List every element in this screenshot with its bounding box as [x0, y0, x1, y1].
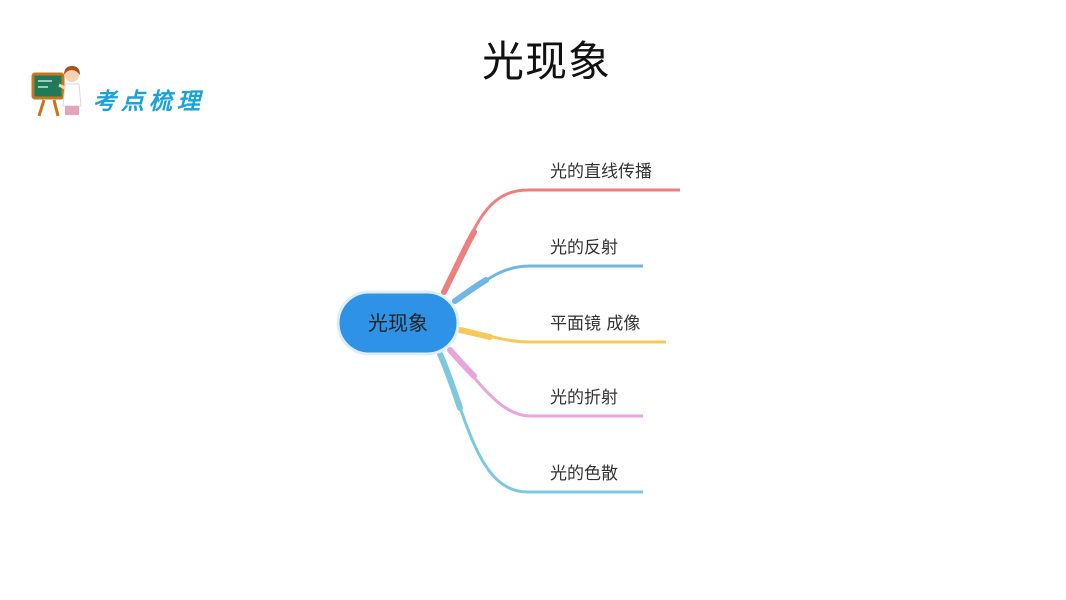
branch-label-straight-propagation: 光的直线传播	[550, 162, 652, 182]
branch-label-refraction: 光的折射	[550, 388, 618, 408]
teacher-blackboard-icon	[31, 66, 82, 117]
topic-badge: 考点梳理	[30, 64, 230, 120]
branch-label-plane-mirror: 平面镜 成像	[550, 314, 640, 334]
center-topic-label: 光现象	[368, 311, 428, 335]
center-topic-node	[336, 290, 460, 356]
page-title: 光现象	[481, 37, 611, 86]
branch-label-dispersion: 光的色散	[550, 464, 618, 484]
topic-badge-text: 考点梳理	[93, 89, 205, 115]
branch-label-reflection: 光的反射	[550, 238, 618, 258]
